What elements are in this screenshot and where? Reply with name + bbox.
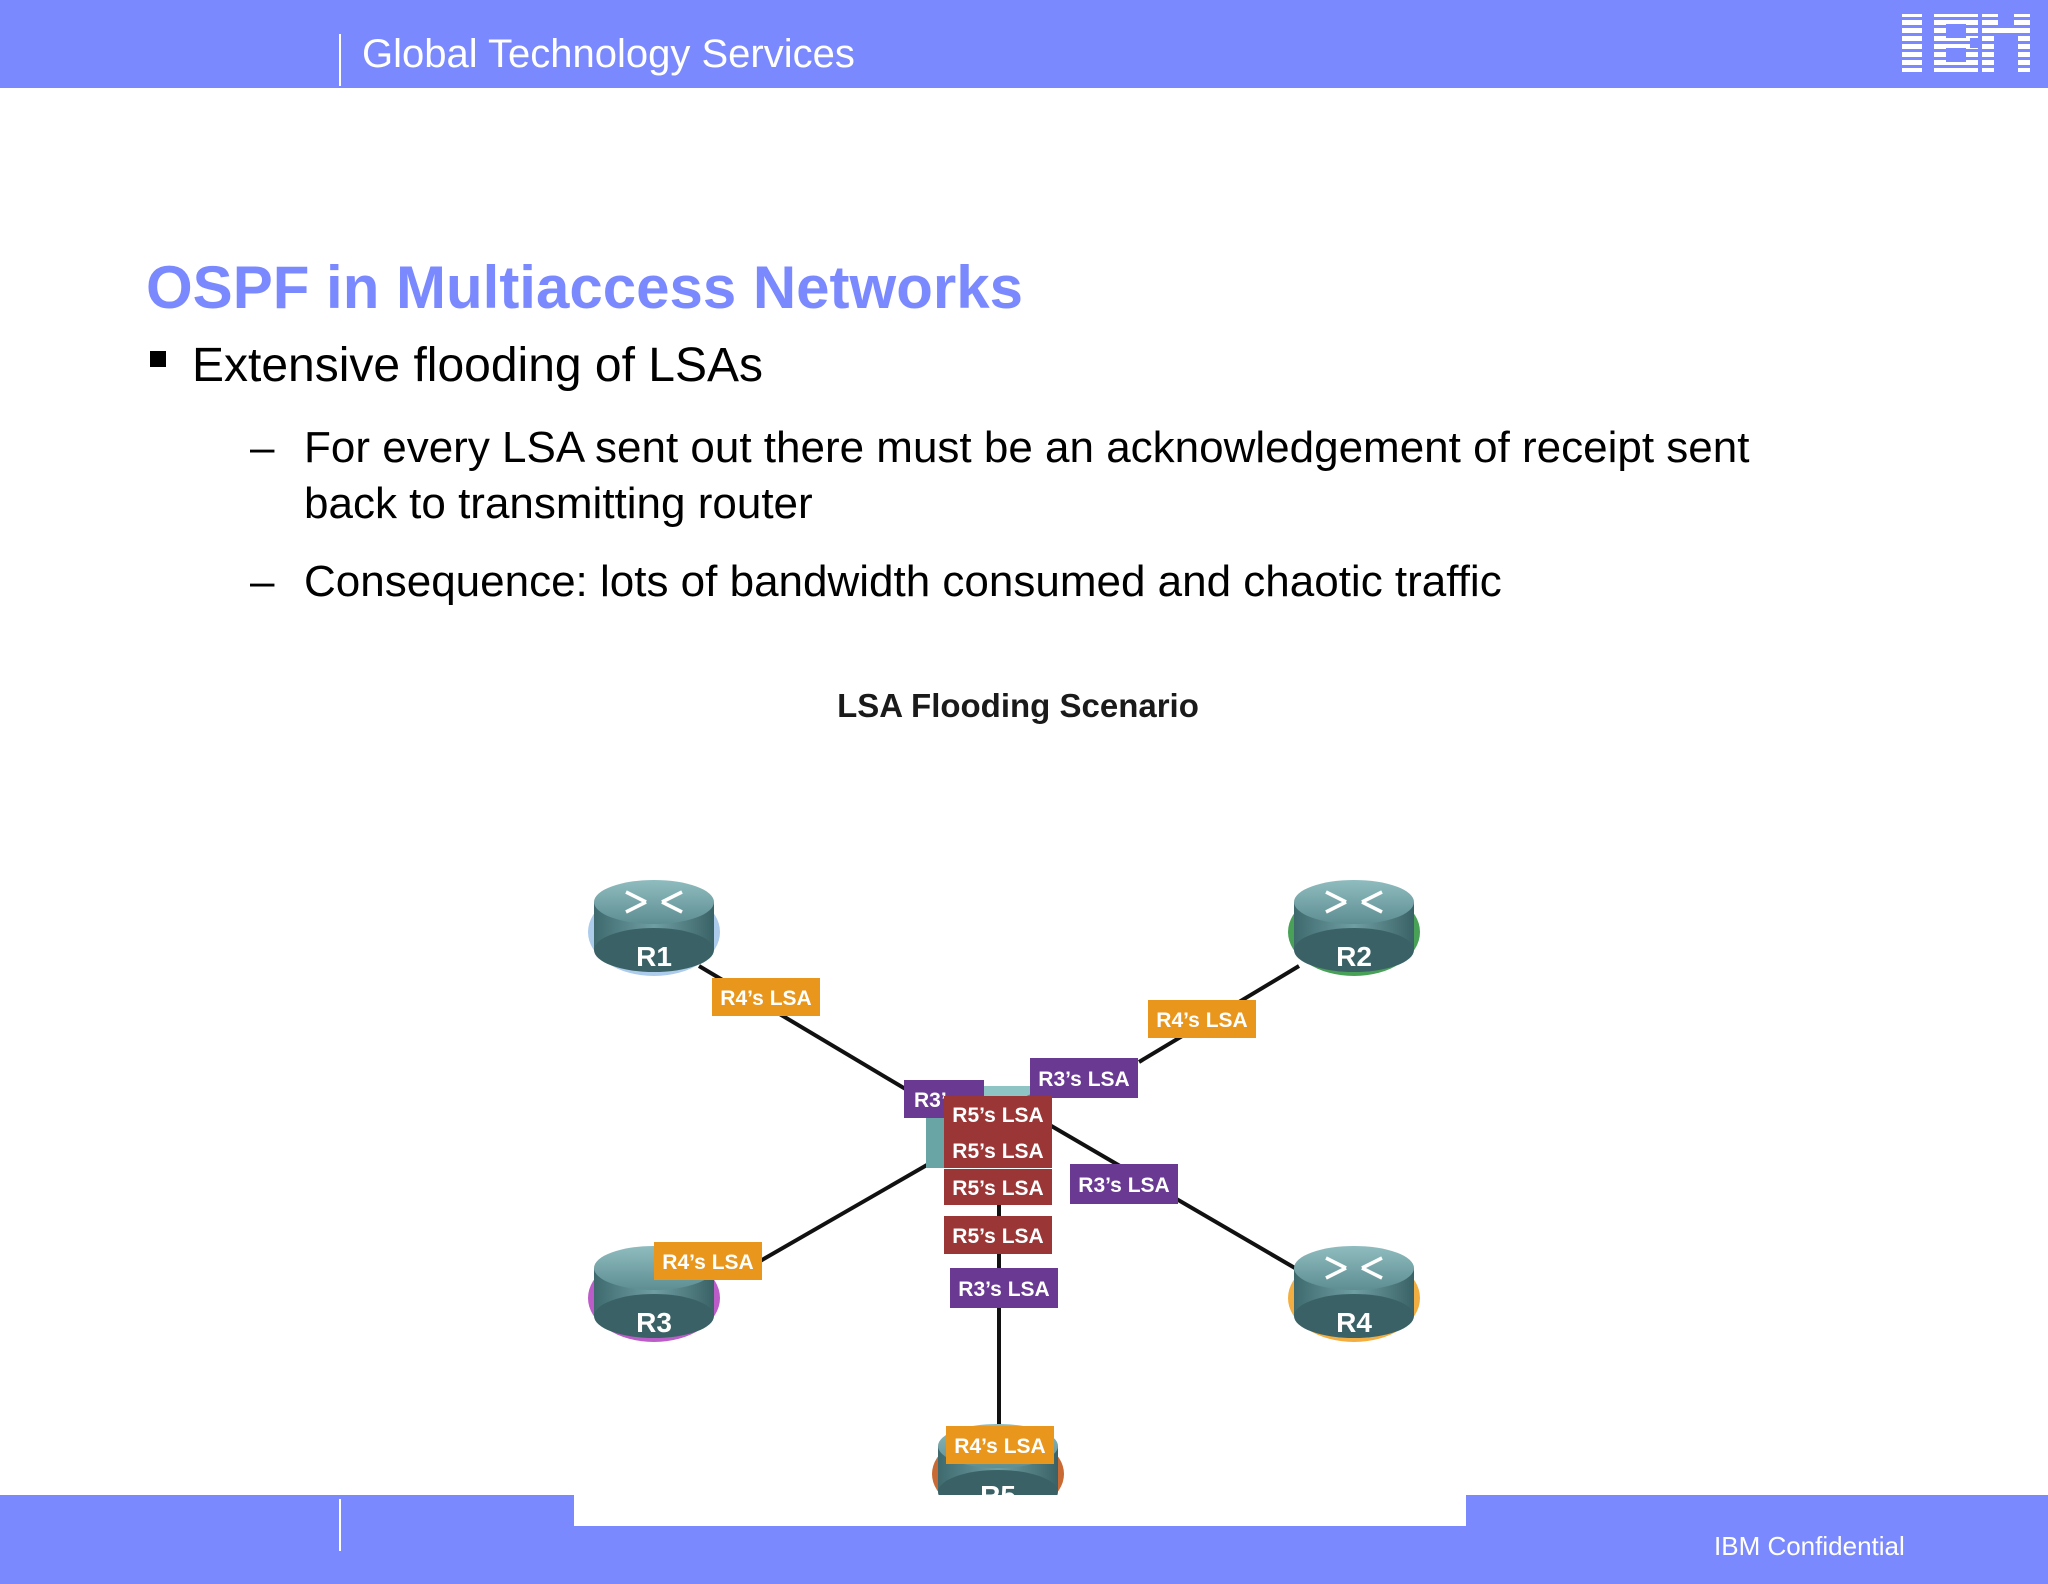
confidential-label: IBM Confidential bbox=[1714, 1531, 1905, 1561]
svg-text:R4’s LSA: R4’s LSA bbox=[1156, 1009, 1247, 1032]
svg-text:R4’s LSA: R4’s LSA bbox=[720, 987, 811, 1010]
link-r3-hub bbox=[754, 1152, 947, 1266]
bullet-marker bbox=[150, 351, 166, 367]
router-label-r4: R4 bbox=[1336, 1307, 1372, 1338]
diagram-bottom-edge bbox=[574, 1495, 1466, 1526]
lsa-label-r3-near-r4: R3’s LSA bbox=[1070, 1164, 1178, 1204]
router-arrows-icon bbox=[625, 890, 683, 914]
svg-text:R5’s LSA: R5’s LSA bbox=[952, 1104, 1043, 1127]
lsa-flooding-diagram: LSA Flooding Scenario R1 bbox=[574, 676, 1466, 1526]
subbullet-2-line-1: Consequence: lots of bandwidth consumed … bbox=[304, 557, 1502, 606]
footer-separator bbox=[339, 1499, 341, 1551]
router-arrows-icon bbox=[1325, 1256, 1383, 1280]
lsa-label-r4-near-r1: R4’s LSA bbox=[712, 978, 820, 1016]
subbullet-dash: – bbox=[250, 423, 275, 472]
diagram-title: LSA Flooding Scenario bbox=[837, 687, 1199, 724]
subbullet-1-line-1: For every LSA sent out there must be an … bbox=[304, 423, 1750, 472]
router-label-r1: R1 bbox=[636, 941, 672, 972]
router-arrows-icon bbox=[1325, 890, 1383, 914]
lsa-label-r5-3: R5’s LSA bbox=[944, 1169, 1052, 1205]
header-brand: Global Technology Services bbox=[362, 32, 855, 76]
svg-text:R3’s LSA: R3’s LSA bbox=[1078, 1174, 1169, 1197]
lsa-label-r4-near-r2: R4’s LSA bbox=[1148, 1000, 1256, 1038]
lsa-label-r5-2: R5’s LSA bbox=[944, 1132, 1052, 1168]
lsa-label-r3-near-r2: R3’s LSA bbox=[1030, 1058, 1138, 1098]
router-r1: R1 bbox=[588, 880, 720, 976]
lsa-label-r5-4: R5’s LSA bbox=[944, 1216, 1052, 1254]
svg-text:R5’s LSA: R5’s LSA bbox=[952, 1177, 1043, 1200]
ibm-logo-icon bbox=[1894, 14, 2030, 72]
lsa-label-r4-near-r5: R4’s LSA bbox=[946, 1426, 1054, 1464]
lsa-label-r4-near-r3: R4’s LSA bbox=[654, 1242, 762, 1280]
bullet-text: Extensive flooding of LSAs bbox=[192, 339, 764, 392]
svg-text:R3’: R3’ bbox=[914, 1089, 947, 1112]
router-label-r3: R3 bbox=[636, 1307, 672, 1338]
svg-text:R5’s LSA: R5’s LSA bbox=[952, 1225, 1043, 1248]
lsa-label-r3-near-r5: R3’s LSA bbox=[950, 1268, 1058, 1308]
svg-text:R3’s LSA: R3’s LSA bbox=[1038, 1068, 1129, 1091]
router-r4: R4 bbox=[1288, 1246, 1420, 1342]
lsa-label-r5-1: R5’s LSA bbox=[944, 1096, 1052, 1132]
header-separator bbox=[339, 34, 341, 86]
svg-text:R5’s LSA: R5’s LSA bbox=[952, 1140, 1043, 1163]
slide-title: OSPF in Multiaccess Networks bbox=[146, 254, 1023, 321]
svg-text:R4’s LSA: R4’s LSA bbox=[662, 1251, 753, 1274]
router-label-r2: R2 bbox=[1336, 941, 1372, 972]
router-r2: R2 bbox=[1288, 880, 1420, 976]
header-bar: Global Technology Services bbox=[0, 0, 2048, 88]
subbullet-1-line-2: back to transmitting router bbox=[304, 479, 813, 528]
subbullet-dash: – bbox=[250, 557, 275, 606]
svg-text:R3’s LSA: R3’s LSA bbox=[958, 1278, 1049, 1301]
svg-text:R4’s LSA: R4’s LSA bbox=[954, 1435, 1045, 1458]
